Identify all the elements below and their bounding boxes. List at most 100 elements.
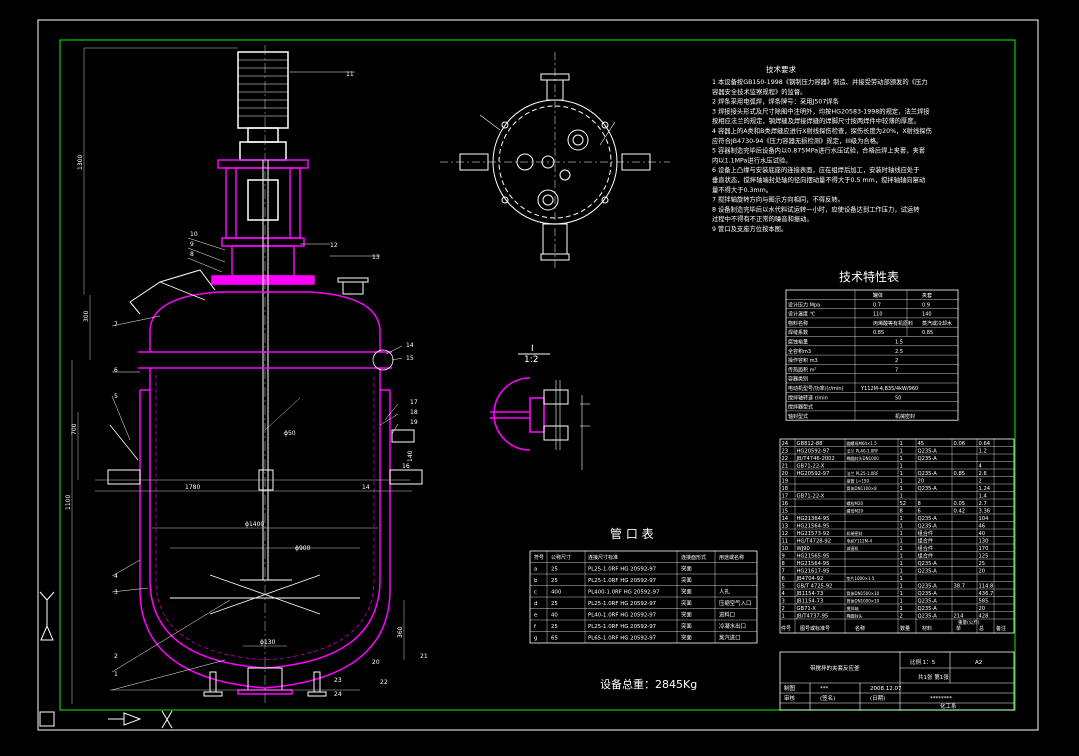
nozzle-cell: 用途或名称 bbox=[719, 554, 744, 561]
callout-11: 11 bbox=[346, 71, 354, 78]
parts-cell: 1 bbox=[900, 516, 903, 522]
parts-cell: WJ90 bbox=[797, 546, 810, 552]
callout-21: 21 bbox=[420, 653, 428, 660]
callout-7: 7 bbox=[114, 321, 118, 328]
top-view bbox=[440, 52, 670, 270]
nozzle-cell: 人孔 bbox=[719, 588, 730, 596]
tech-req-line: 容器安全技术监察规程》的监督。 bbox=[712, 87, 806, 96]
tech-char-cell: 50 bbox=[895, 395, 901, 401]
dim-14: 14 bbox=[362, 484, 370, 491]
parts-cell: JB/T4746-2002 bbox=[796, 456, 835, 462]
parts-cell: 3.36 bbox=[979, 509, 991, 515]
tech-req-line: 7 搅拌轴旋转方向与图示方向相同，不得反转。 bbox=[712, 195, 844, 204]
callout-23: 23 bbox=[334, 677, 342, 684]
tech-char-cell: 操作容积 m3 bbox=[788, 357, 818, 364]
tech-char-cell: 0.85 bbox=[922, 330, 933, 336]
parts-cell: 螺母M20 bbox=[847, 508, 864, 514]
origin-box bbox=[39, 711, 55, 727]
parts-cell: 130 bbox=[979, 539, 989, 545]
tech-char-cell: 蒸汽或冷却水 bbox=[922, 320, 952, 327]
tech-req-line: 3 焊接接头形式及尺寸除图中注明外，均按HG20583-1998的规定，法兰焊接 bbox=[712, 106, 930, 115]
tech-char-cell: 0.85 bbox=[873, 330, 884, 336]
parts-cell: 机械密封 bbox=[847, 530, 863, 536]
part-callouts bbox=[111, 71, 403, 691]
parts-cell: 14 bbox=[782, 516, 789, 522]
parts-cell: Q235-A bbox=[918, 449, 938, 455]
tech-char-cell: 1.5 bbox=[895, 340, 903, 346]
parts-cell: Q235-A bbox=[918, 614, 938, 620]
parts-cell: 16 bbox=[782, 501, 789, 507]
nozzle-cell: 突面 bbox=[681, 611, 692, 619]
parts-cell: 2 bbox=[782, 606, 785, 612]
parts-cell: JB1154-73 bbox=[796, 599, 824, 605]
callout-3: 3 bbox=[114, 589, 118, 596]
parts-cell: 1 bbox=[900, 479, 903, 485]
tech-char-cell: 设计温度 ℃ bbox=[788, 311, 816, 318]
parts-cell: 法兰 PL40-1.0RF bbox=[847, 448, 880, 454]
nozzle-cell: 压缩空气入口 bbox=[719, 599, 751, 607]
tech-char-cell: 2 bbox=[895, 358, 898, 364]
tb-sheets: 共1张 第1张 bbox=[918, 673, 949, 681]
dim-1780: 1780 bbox=[185, 484, 200, 491]
parts-cell: 1 bbox=[900, 471, 903, 477]
parts-cell: 1 bbox=[900, 576, 903, 582]
parts-cell: 20 bbox=[979, 569, 986, 575]
parts-cell: Q235-A bbox=[918, 471, 938, 477]
parts-cell: HG21573-92 bbox=[797, 531, 830, 537]
parts-cell: 1 bbox=[900, 524, 903, 530]
nozzle-cell: 蒸汽进口 bbox=[719, 634, 741, 642]
parts-cell: 1 bbox=[900, 486, 903, 492]
parts-cell: HG21565-95 bbox=[797, 554, 830, 560]
tech-char-cell: Y112M-4,B35/4kW/960 bbox=[860, 386, 918, 392]
ucs-icon bbox=[39, 591, 173, 729]
callout-6: 6 bbox=[114, 367, 118, 374]
parts-cell: 1 bbox=[900, 554, 903, 560]
parts-cell: 12 bbox=[782, 531, 789, 537]
nozzle-cell: c bbox=[534, 590, 537, 596]
parts-cell: 40 bbox=[979, 531, 986, 537]
parts-cell: 0.64 bbox=[979, 441, 991, 447]
parts-cell: Q235-A bbox=[918, 524, 938, 530]
parts-cell: 法兰 PL25-1.0RF bbox=[847, 470, 880, 476]
parts-cell: HG21564-95 bbox=[797, 524, 830, 530]
parts-cell: 2 bbox=[979, 479, 982, 485]
parts-cell: 20 bbox=[979, 606, 986, 612]
tech-char-cell: 罐体 bbox=[873, 292, 883, 299]
reactor-vessel bbox=[107, 51, 423, 697]
tech-requirements: 技术要求 1 本设备按GB150-1998《钢制压力容器》制造、并接受劳动部颁发… bbox=[712, 64, 932, 233]
nozzle-cell: 25 bbox=[551, 601, 558, 607]
callout-8: 8 bbox=[190, 251, 194, 258]
parts-cell: 18 bbox=[782, 486, 789, 492]
parts-cell: 38.7 bbox=[954, 584, 966, 590]
parts-cell: 8 bbox=[900, 509, 903, 515]
parts-cell: 0.85 bbox=[954, 471, 966, 477]
parts-cell: Q235-A bbox=[918, 591, 938, 597]
tech-req-line: 按相应法兰的规定，钢焊缝及焊接焊缝的焊脚尺寸按两焊件中较薄的厚度。 bbox=[712, 116, 920, 125]
nozzle-cell: PL400-1.0RF HG 20592-97 bbox=[588, 590, 660, 596]
callout-12: 12 bbox=[330, 242, 338, 249]
parts-cell: 52 bbox=[900, 501, 907, 507]
parts-cell: GB812-88 bbox=[797, 441, 823, 447]
nozzle-cell: PL65-1.0RF HG 20592-97 bbox=[588, 636, 656, 642]
tech-req-lines: 1 本设备按GB150-1998《钢制压力容器》制造、并接受劳动部颁发的《压力容… bbox=[712, 77, 932, 233]
parts-cell: 组合件 bbox=[918, 537, 934, 545]
nozzle-cell: 进料口 bbox=[719, 611, 735, 619]
tech-char-cell: 0.9 bbox=[922, 302, 930, 308]
tech-char-cell: 机械密封 bbox=[895, 413, 915, 420]
parts-cell: 3 bbox=[782, 599, 785, 605]
tech-char-cell: 搅拌器型式 bbox=[788, 404, 813, 411]
parts-cell: 4 bbox=[782, 591, 786, 597]
parts-header-cell: 数量 bbox=[900, 625, 910, 632]
parts-cell: JB1154-73 bbox=[796, 591, 824, 597]
nozzle-cell: 25 bbox=[551, 567, 558, 573]
parts-cell: 0.42 bbox=[954, 509, 966, 515]
parts-cell: HG20592-97 bbox=[797, 471, 830, 477]
tb-scale: 比例 1：5 bbox=[910, 658, 936, 666]
parts-cell: 1.24 bbox=[979, 486, 991, 492]
parts-cell: 筒体DN1500×10 bbox=[847, 590, 880, 596]
tech-char-cell: 容器类别 bbox=[788, 376, 808, 383]
nozzle-cell: 连接面形式 bbox=[681, 554, 706, 561]
parts-cell: 减速机 bbox=[847, 545, 859, 551]
